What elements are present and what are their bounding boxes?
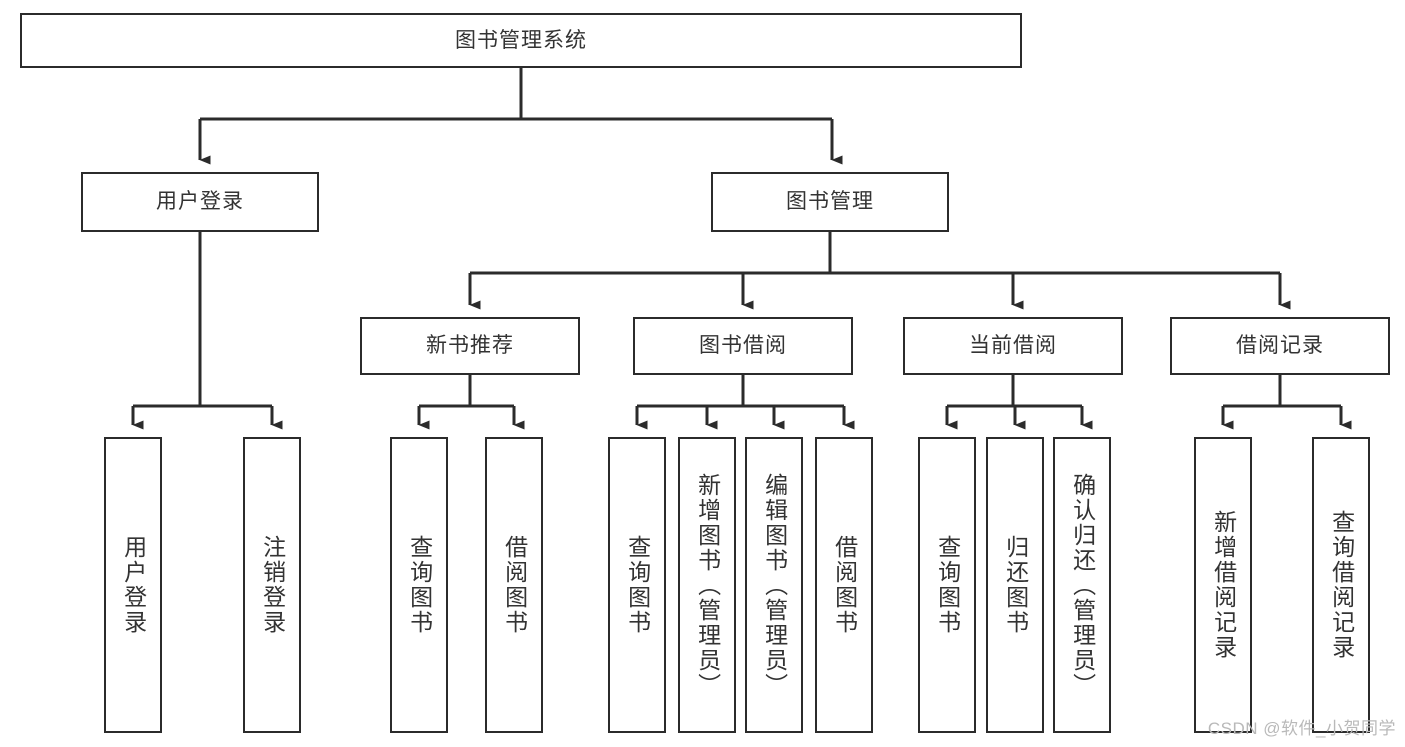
node-confirm-return-admin[interactable]: 确认归还（管理员） xyxy=(1053,437,1111,733)
node-return-book-current-label: 归还图书 xyxy=(1002,535,1029,635)
node-book-management[interactable]: 图书管理 xyxy=(711,172,949,232)
node-edit-book-admin[interactable]: 编辑图书（管理员） xyxy=(745,437,803,733)
node-query-book-current[interactable]: 查询图书 xyxy=(918,437,976,733)
node-query-book-recommend-label: 查询图书 xyxy=(406,535,433,635)
node-current-borrow-label: 当前借阅 xyxy=(969,334,1057,358)
node-book-management-label: 图书管理 xyxy=(786,190,874,214)
node-root-label: 图书管理系统 xyxy=(455,28,587,52)
node-edit-book-admin-label: 编辑图书（管理员） xyxy=(761,472,788,698)
node-borrow-record-label: 借阅记录 xyxy=(1236,334,1324,358)
node-user-login-label: 用户登录 xyxy=(156,190,244,214)
node-add-borrow-record-label: 新增借阅记录 xyxy=(1210,510,1237,660)
node-confirm-return-admin-label: 确认归还（管理员） xyxy=(1069,472,1096,698)
node-new-book-recommend-label: 新书推荐 xyxy=(426,334,514,358)
node-add-book-admin[interactable]: 新增图书（管理员） xyxy=(678,437,736,733)
node-book-borrow[interactable]: 图书借阅 xyxy=(633,317,853,375)
node-borrow-record[interactable]: 借阅记录 xyxy=(1170,317,1390,375)
node-user-logout-leaf[interactable]: 注销登录 xyxy=(243,437,301,733)
node-add-borrow-record[interactable]: 新增借阅记录 xyxy=(1194,437,1252,733)
node-user-login-leaf[interactable]: 用户登录 xyxy=(104,437,162,733)
node-query-borrow-record[interactable]: 查询借阅记录 xyxy=(1312,437,1370,733)
node-user-login-leaf-label: 用户登录 xyxy=(120,535,147,635)
node-add-book-admin-label: 新增图书（管理员） xyxy=(694,472,721,698)
node-root[interactable]: 图书管理系统 xyxy=(20,13,1022,68)
node-return-book-current[interactable]: 归还图书 xyxy=(986,437,1044,733)
node-query-book-borrow[interactable]: 查询图书 xyxy=(608,437,666,733)
node-current-borrow[interactable]: 当前借阅 xyxy=(903,317,1123,375)
node-query-borrow-record-label: 查询借阅记录 xyxy=(1328,510,1355,660)
node-borrow-book-borrow[interactable]: 借阅图书 xyxy=(815,437,873,733)
node-query-book-borrow-label: 查询图书 xyxy=(624,535,651,635)
node-borrow-book-recommend[interactable]: 借阅图书 xyxy=(485,437,543,733)
watermark: CSDN @软件_小贺同学 xyxy=(1207,719,1396,738)
node-borrow-book-recommend-label: 借阅图书 xyxy=(501,535,528,635)
node-user-login[interactable]: 用户登录 xyxy=(81,172,319,232)
node-new-book-recommend[interactable]: 新书推荐 xyxy=(360,317,580,375)
node-user-logout-leaf-label: 注销登录 xyxy=(259,535,286,635)
node-book-borrow-label: 图书借阅 xyxy=(699,334,787,358)
node-query-book-recommend[interactable]: 查询图书 xyxy=(390,437,448,733)
node-query-book-current-label: 查询图书 xyxy=(934,535,961,635)
node-borrow-book-borrow-label: 借阅图书 xyxy=(831,535,858,635)
